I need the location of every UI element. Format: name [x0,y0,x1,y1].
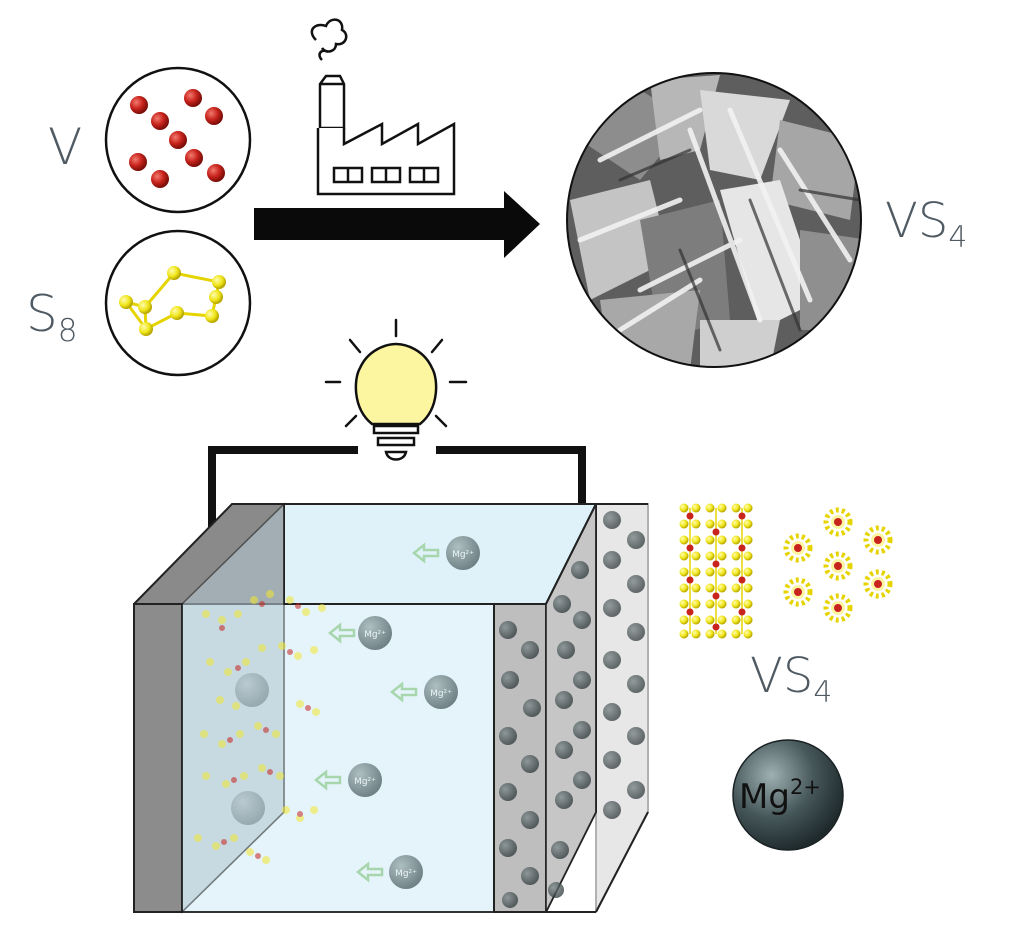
sulfur-s8-ring-circle [104,229,252,377]
svg-text:Mg²⁺: Mg²⁺ [395,869,417,879]
svg-text:Mg²⁺: Mg²⁺ [452,550,474,560]
sulfur-label-base: S [26,285,58,343]
battery-cell-diagram: Mg²⁺ Mg²⁺ Mg²⁺ Mg²⁺ Mg²⁺ [133,502,649,914]
svg-text:Mg²⁺: Mg²⁺ [430,689,452,699]
process-arrow-icon [254,191,540,258]
anode-mg-metal-spheres [499,511,645,908]
product-vs4-top-base: VS [885,193,949,249]
product-vs4-label-bottom: VS4 [750,648,832,710]
vanadium-atoms-circle [104,66,252,214]
mg-legend-base: Mg [739,777,790,817]
mg-ion-migrating: Mg²⁺ [389,675,458,709]
mg-ion-migrating: Mg²⁺ [355,855,423,889]
vs4-chain-structure-top-view [783,507,893,623]
sulfur-label: S8 [26,285,77,349]
migrating-mg-ions: Mg²⁺ Mg²⁺ Mg²⁺ Mg²⁺ Mg²⁺ [313,536,480,889]
factory-icon [310,18,456,196]
vs4-chain-structure-side-view [679,503,753,639]
mg-legend-sup: 2+ [790,775,821,799]
svg-text:Mg²⁺: Mg²⁺ [354,777,376,787]
cathode-vs4-chains [194,590,326,864]
intercalated-mg-ions [231,673,269,825]
product-vs4-bottom-base: VS [750,648,814,704]
mg-ion-migrating: Mg²⁺ [313,763,382,797]
product-vs4-bottom-sub: 4 [813,674,833,710]
svg-text:Mg²⁺: Mg²⁺ [364,630,386,640]
mg-ion-migrating: Mg²⁺ [411,536,480,570]
light-bulb-icon [324,318,468,461]
vanadium-label-text: V [48,118,83,176]
product-vs4-label-top: VS4 [885,193,967,255]
sulfur-label-sub: 8 [57,312,78,349]
sem-micrograph-image [566,72,862,368]
vanadium-label: V [48,118,82,176]
mg-ion-migrating: Mg²⁺ [327,616,392,650]
mg-ion-legend-sphere: Mg2+ [732,739,844,851]
svg-text:Mg2+: Mg2+ [739,775,821,817]
product-vs4-top-sub: 4 [948,219,968,255]
